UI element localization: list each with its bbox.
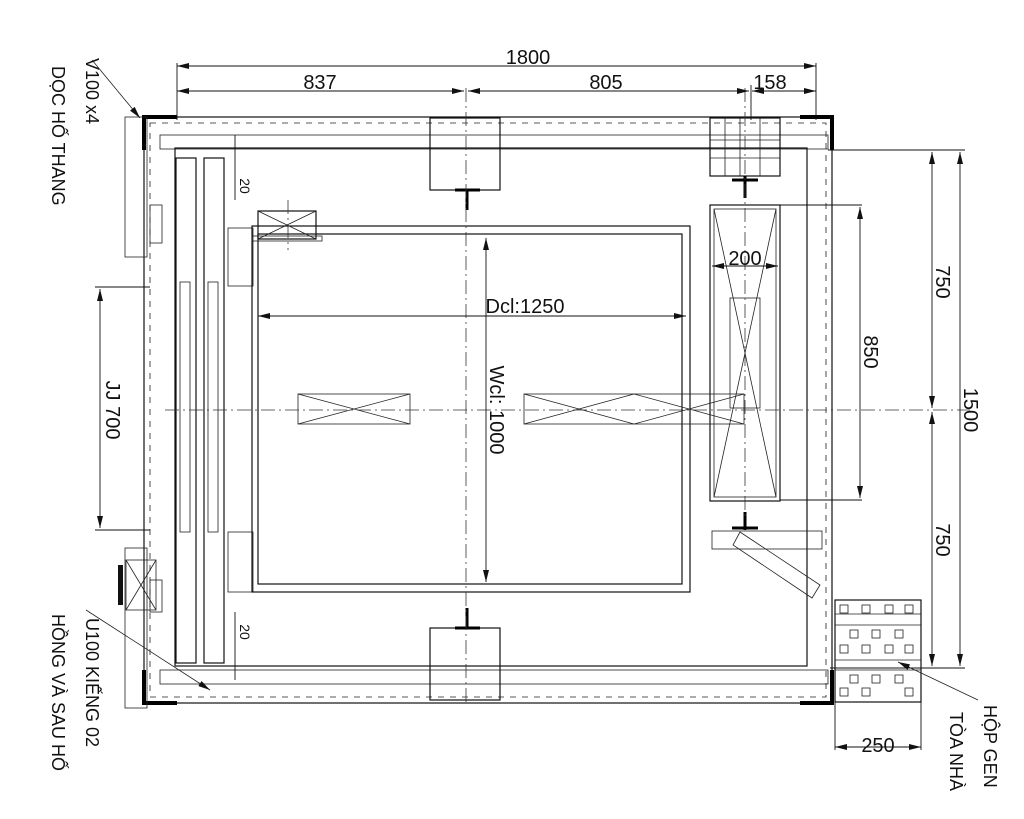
shaft-walls bbox=[142, 115, 834, 705]
elevator-car bbox=[251, 210, 691, 593]
building-gen-box bbox=[834, 599, 922, 703]
leader-lines bbox=[85, 59, 979, 701]
note-gen-line1: HỘP GEN bbox=[980, 705, 1001, 788]
dim-counterweight-length: 850 bbox=[859, 335, 881, 368]
dim-car-depth: Dcl:1250 bbox=[486, 296, 565, 318]
dim-gap-bottom: 20 bbox=[237, 624, 253, 640]
dim-gap-top: 20 bbox=[237, 178, 253, 194]
note-u100-line1: U100 KIẾNG 02 bbox=[82, 618, 103, 747]
dim-right-segment: 158 bbox=[753, 72, 786, 94]
dim-counterweight-width: 200 bbox=[728, 248, 761, 270]
dim-overall-depth: 1500 bbox=[959, 388, 981, 433]
dim-left-segment: 837 bbox=[303, 72, 336, 94]
dim-car-width: Wcl: 1000 bbox=[485, 366, 507, 455]
dim-depth-upper: 750 bbox=[931, 265, 953, 298]
dimension-lines bbox=[95, 63, 965, 750]
dim-door-jamb: JJ 700 bbox=[101, 381, 123, 440]
dim-middle-segment: 805 bbox=[589, 72, 622, 94]
landing-door-assembly bbox=[118, 116, 254, 709]
centerlines bbox=[165, 88, 970, 705]
note-u100-line2: HỒNG VÀ SAU HỐ bbox=[48, 614, 69, 771]
counterweight bbox=[709, 204, 823, 599]
dim-gen-box-width: 250 bbox=[861, 735, 894, 757]
note-v100-line2: DỌC HỐ THANG bbox=[48, 66, 69, 206]
buffers bbox=[297, 393, 745, 425]
note-v100-line1: V100 x4 bbox=[82, 58, 102, 124]
dim-depth-lower: 750 bbox=[931, 523, 953, 556]
dim-overall-width: 1800 bbox=[506, 47, 551, 69]
note-gen-line2: TÒA NHÀ bbox=[946, 712, 967, 791]
